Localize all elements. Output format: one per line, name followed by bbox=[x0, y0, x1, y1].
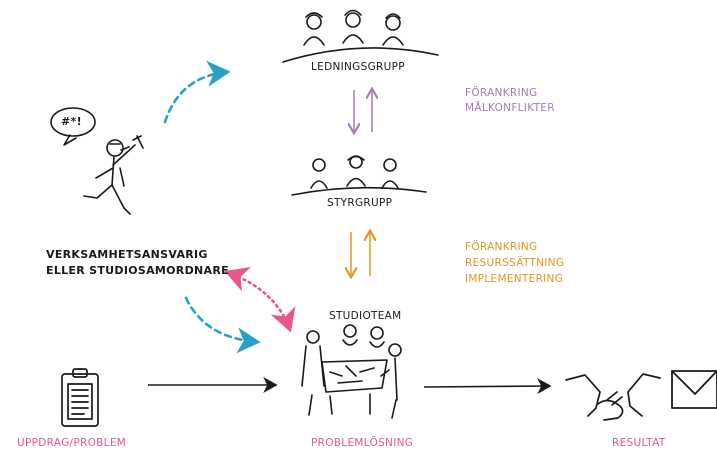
orange-exchange-arrows bbox=[351, 232, 370, 276]
pink-dotted-arrow bbox=[224, 266, 296, 333]
uppdrag-label: UPPDRAG/PROBLEM bbox=[17, 437, 127, 449]
purple-note-line1: FÖRANKRING bbox=[465, 87, 538, 99]
problemlosning-label: PROBLEMLÖSNING bbox=[311, 437, 414, 449]
flow-arrow-to-resultat bbox=[423, 378, 552, 395]
ledningsgrupp-people-icon bbox=[282, 9, 439, 63]
ledningsgrupp-label: LEDNINGSGRUPP bbox=[311, 61, 405, 73]
manager-figure-icon bbox=[50, 107, 144, 215]
styrgrupp-label: STYRGRUPP bbox=[327, 197, 393, 209]
orange-note-line2: RESURSSÄTTNING bbox=[465, 257, 565, 269]
resultat-label: RESULTAT bbox=[612, 437, 666, 449]
clipboard-icon bbox=[61, 368, 99, 427]
speech-bubble-text: #*! bbox=[61, 115, 82, 128]
verksamhet-label-line1: VERKSAMHETSANSVARIG bbox=[46, 248, 208, 261]
envelope-icon bbox=[671, 370, 717, 409]
studioteam-label: STUDIOTEAM bbox=[329, 310, 402, 322]
purple-exchange-arrows bbox=[354, 90, 372, 132]
purple-note-line2: MÅLKONFLIKTER bbox=[465, 102, 555, 114]
handshake-icon bbox=[565, 373, 661, 421]
styrgrupp-people-icon bbox=[291, 155, 427, 196]
verksamhet-label-line2: ELLER STUDIOSAMORDNARE bbox=[46, 264, 229, 277]
cyan-arc-to-studioteam bbox=[184, 296, 261, 354]
cyan-arc-to-ledningsgrupp bbox=[163, 60, 231, 124]
orange-note-line3: IMPLEMENTERING bbox=[465, 273, 564, 285]
orange-note-line1: FÖRANKRING bbox=[465, 241, 538, 253]
studioteam-people-icon bbox=[301, 324, 402, 419]
